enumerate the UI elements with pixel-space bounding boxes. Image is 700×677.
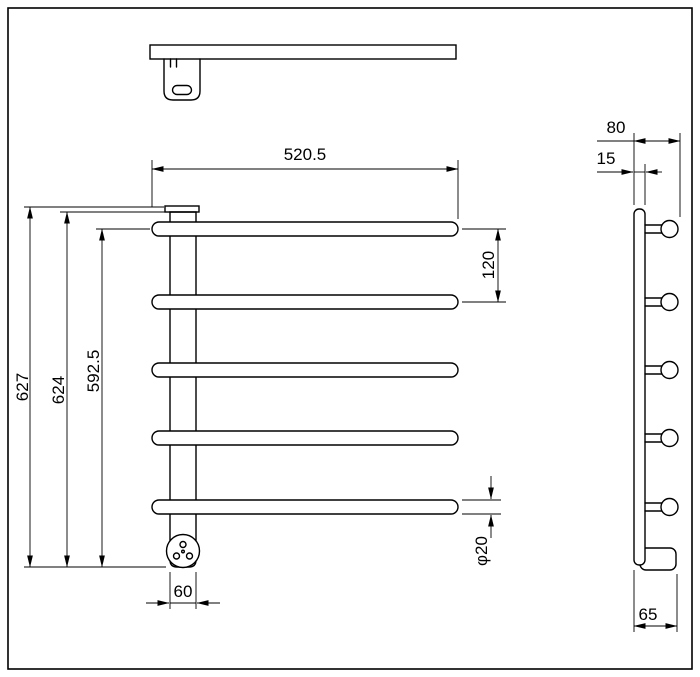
dim-depth-overall-lines	[597, 133, 681, 217]
connector-pin	[180, 549, 185, 554]
connector-pin	[179, 540, 187, 549]
mount-plate	[164, 205, 200, 213]
dim-mount-height: 624	[49, 376, 68, 404]
side-post	[633, 208, 646, 566]
dim-overall-width: 520.5	[284, 145, 327, 164]
front-view	[151, 205, 459, 569]
dim-foot-depth: 65	[639, 605, 658, 624]
towel-bar-2	[151, 294, 459, 310]
power-connector	[165, 533, 201, 569]
dimension-lines	[24, 133, 681, 632]
side-bar-end-3	[644, 360, 679, 380]
dim-bar-diameter-lines	[462, 476, 501, 538]
wall-bracket-slot	[171, 84, 193, 96]
dim-bar-diameter: φ20	[472, 536, 491, 566]
side-bar-end-4	[644, 428, 679, 448]
dim-post-width-lines	[146, 572, 220, 609]
side-view	[633, 208, 679, 571]
dimension-labels: 520.5 627 624 592.5 120 φ20 60 80 15 65	[13, 118, 657, 624]
connector-pin	[172, 552, 181, 560]
top-view	[149, 44, 457, 101]
side-bar-end-2	[644, 292, 679, 312]
towel-bar-1	[151, 221, 459, 237]
towel-bar-4	[151, 430, 459, 446]
drawing-border	[7, 7, 693, 670]
dim-heights-lines	[24, 206, 168, 568]
dim-overall-height: 627	[13, 373, 32, 401]
dim-rail-span: 592.5	[84, 350, 103, 393]
dim-overall-width-lines	[151, 160, 459, 219]
dim-bar-spacing: 120	[479, 251, 498, 279]
towel-bar-5	[151, 499, 459, 515]
dim-depth-overall: 80	[607, 118, 626, 137]
side-bar-end-1	[644, 219, 679, 239]
wall-bracket	[163, 58, 201, 101]
dim-post-depth-lines	[597, 150, 662, 205]
side-bar-end-5	[644, 497, 679, 517]
dim-post-depth: 15	[597, 149, 616, 168]
connector-pin	[185, 552, 194, 560]
dim-post-width: 60	[174, 582, 193, 601]
towel-bar-3	[151, 362, 459, 378]
dim-foot-depth-lines	[633, 570, 678, 632]
top-view-rail	[149, 44, 457, 60]
dim-bar-spacing-lines	[462, 228, 506, 303]
